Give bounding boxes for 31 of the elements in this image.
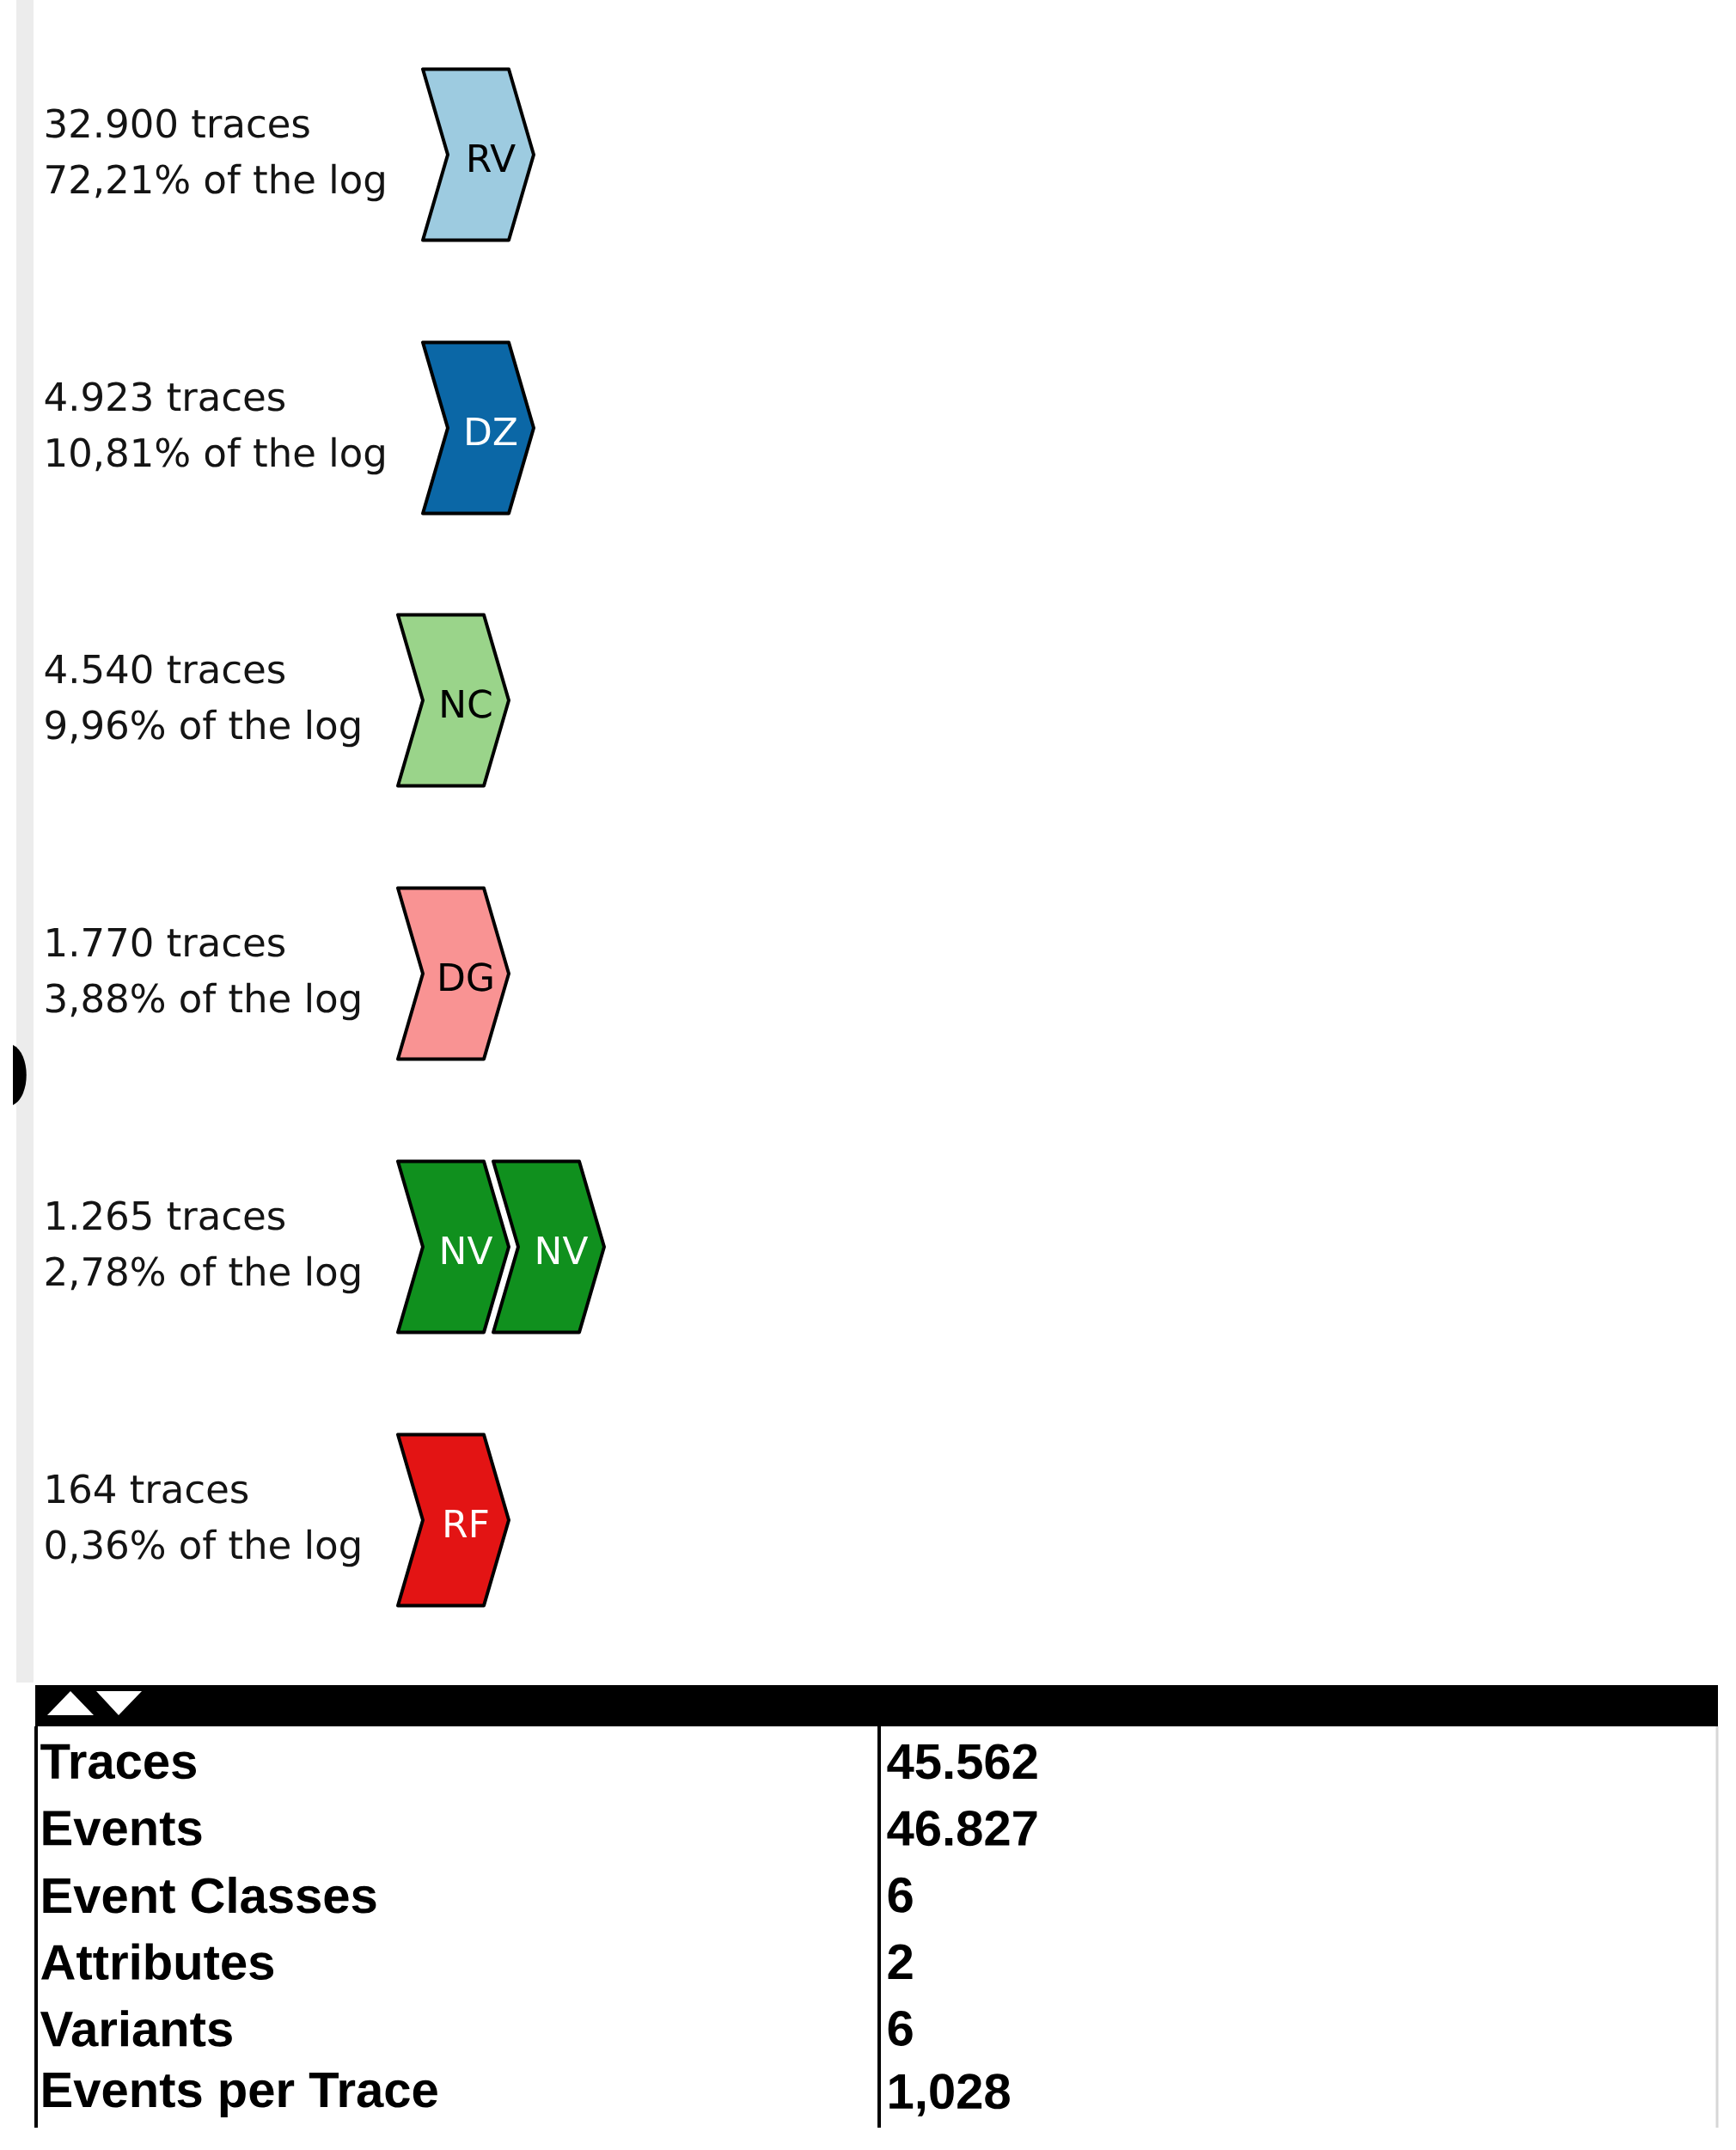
table-cell: Events <box>43 1811 202 1846</box>
chevron: DG <box>396 886 510 1061</box>
log-share: 3,88% of the log <box>46 982 360 1021</box>
table-cell: 45.562 <box>887 1744 1037 1780</box>
chevron: NV <box>492 1159 606 1335</box>
table-cell: Traces <box>40 1744 196 1780</box>
log-share: 0,36% of the log <box>46 1529 360 1567</box>
table-cell: 1,028 <box>889 2074 1010 2116</box>
log-share: 9,96% of the log <box>46 709 360 748</box>
table-cell: 2 <box>888 1944 913 1980</box>
chevron: DZ <box>421 340 535 516</box>
chevron: RF <box>396 1432 510 1608</box>
trace-count: 4.923 traces <box>45 382 285 412</box>
trace-count: 4.540 traces <box>45 654 285 684</box>
chevron: NC <box>396 613 510 788</box>
table-cell: Events per Trace <box>43 2073 437 2117</box>
trace-count: 32.900 traces <box>46 108 309 138</box>
log-share: 2,78% of the log <box>46 1255 360 1294</box>
table-cell: 46.827 <box>887 1811 1037 1847</box>
trace-count: 1.265 traces <box>47 1200 285 1231</box>
table-cell: Variants <box>40 2010 232 2047</box>
table-cell: Event Classes <box>43 1876 376 1914</box>
table-cell: Attributes <box>41 1943 274 1981</box>
log-share: 72,21% of the log <box>46 163 384 202</box>
table-cell: 6 <box>888 1877 913 1913</box>
chevron: NV <box>396 1159 510 1335</box>
log-share: 10,81% of the log <box>47 437 384 475</box>
trace-count: 164 traces <box>47 1474 248 1504</box>
chevron: RV <box>421 67 535 242</box>
table-cell: 6 <box>888 2010 913 2046</box>
trace-count: 1.770 traces <box>47 927 285 957</box>
